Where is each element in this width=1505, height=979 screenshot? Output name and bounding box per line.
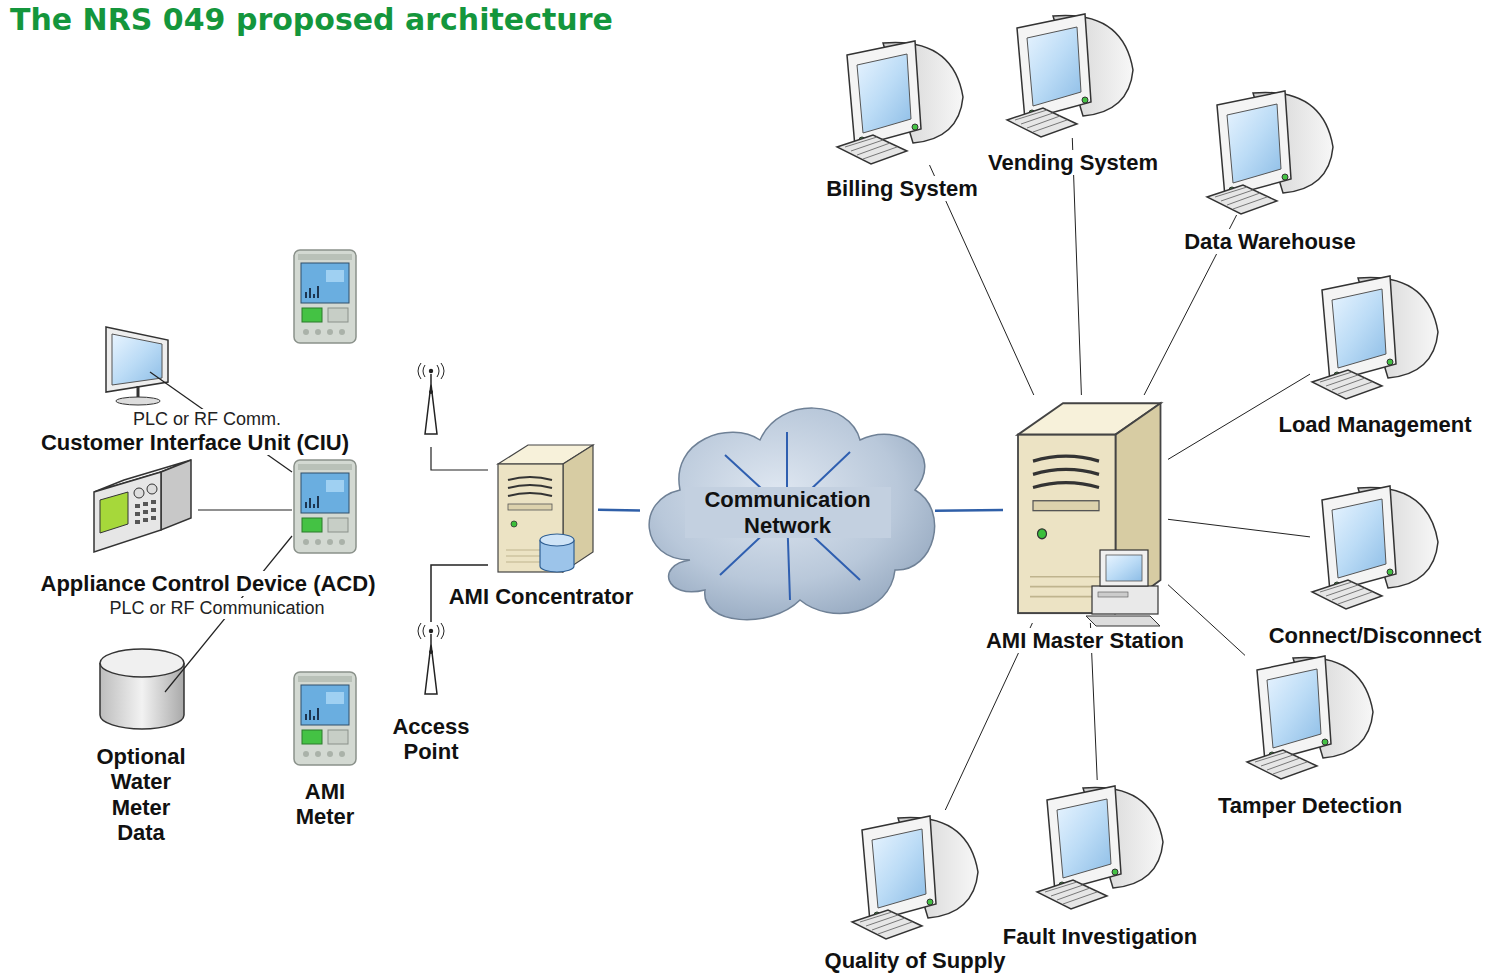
connector-line <box>1168 519 1310 537</box>
concentrator-node: AMI Concentrator <box>488 440 598 578</box>
network-cloud <box>649 408 934 620</box>
node-label: Access Point <box>389 714 472 765</box>
meter-icon <box>294 250 356 343</box>
ciu-monitor-icon <box>106 327 168 405</box>
node-label: Quality of Supply <box>822 948 1009 973</box>
acd-icon <box>94 460 191 552</box>
monitor-icon <box>1007 14 1133 137</box>
node-label: Communication Network <box>685 487 891 538</box>
monitor-icon <box>1312 486 1438 609</box>
monitor-icon <box>1037 786 1163 909</box>
monitor-icon <box>852 816 978 939</box>
system-node: Tamper Detection <box>1245 650 1375 780</box>
system-node: Fault Investigation <box>1035 780 1165 910</box>
device-node: Customer Interface Unit (CIU) <box>98 322 178 407</box>
network-cloud-node: Communication Network <box>640 400 935 625</box>
device-node: Optional Water Meter Data <box>96 645 188 733</box>
node-label: AMI Meter <box>290 779 360 830</box>
system-node: Quality of Supply <box>850 810 980 940</box>
device-node: Appliance Control Device (ACD) <box>86 452 198 562</box>
connector-line <box>1072 138 1081 395</box>
water-meter-icon <box>100 649 184 729</box>
node-label: AMI Concentrator <box>446 584 637 609</box>
node-label: Load Management <box>1275 412 1474 437</box>
link-note: PLC or RF Comm. <box>131 409 283 430</box>
node-label: Customer Interface Unit (CIU) <box>38 430 352 455</box>
monitor-icon <box>837 41 963 164</box>
master-server-icon <box>1018 403 1161 613</box>
node-label: Billing System <box>823 176 981 201</box>
database-icon <box>540 534 574 572</box>
concentrator-server-icon <box>498 445 593 572</box>
master-station-node: AMI Master Station <box>1003 395 1168 623</box>
system-node: Billing System <box>835 35 965 165</box>
meter-icon <box>294 460 356 553</box>
node-label: Tamper Detection <box>1215 793 1405 818</box>
system-node: Connect/Disconnect <box>1310 480 1440 610</box>
node-label: Vending System <box>985 150 1161 175</box>
monitor-icon <box>1312 276 1438 399</box>
node-label: Data Warehouse <box>1181 229 1359 254</box>
node-label: AMI Master Station <box>983 628 1187 653</box>
connector-line <box>598 509 640 512</box>
node-label: Optional Water Meter Data <box>93 744 188 845</box>
meter-icon <box>294 672 356 765</box>
connector-line <box>935 509 1003 512</box>
monitor-icon <box>1207 91 1333 214</box>
system-node: Vending System <box>1005 8 1135 138</box>
node-label: Fault Investigation <box>1000 924 1200 949</box>
link-note: PLC or RF Communication <box>107 598 326 619</box>
device-node: AMI Meter <box>290 668 360 768</box>
system-node: Load Management <box>1310 270 1440 400</box>
antenna-icon <box>418 363 444 434</box>
access-point-node: Access Point <box>412 622 450 707</box>
antenna-icon <box>418 623 444 694</box>
workstation-icon <box>1086 550 1160 626</box>
diagram-title: The NRS 049 proposed architecture <box>10 2 613 38</box>
system-node: Data Warehouse <box>1205 85 1335 215</box>
node-label: Connect/Disconnect <box>1266 623 1485 648</box>
monitor-icon <box>1247 656 1373 779</box>
node-label: Appliance Control Device (ACD) <box>38 571 379 596</box>
